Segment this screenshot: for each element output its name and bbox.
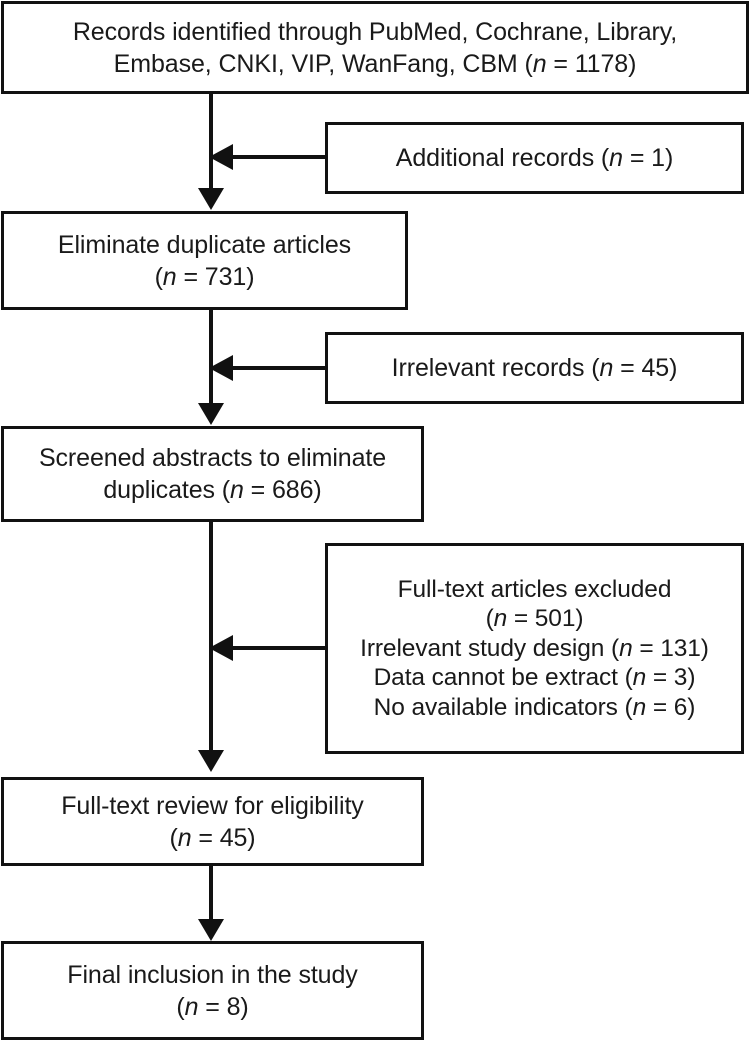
box-line-text: ( bbox=[176, 992, 185, 1021]
box-line-count: = 45) bbox=[191, 823, 256, 852]
arrow-down-box3-box4 bbox=[198, 750, 224, 772]
box-line: Full-text review for eligibility bbox=[61, 791, 364, 820]
arrow-down-box2-box3 bbox=[198, 403, 224, 425]
box-line-text: Additional records ( bbox=[395, 144, 610, 172]
box-line: Irrelevant records (n = 45) bbox=[392, 352, 678, 384]
connector-line-box1-box2 bbox=[209, 94, 213, 192]
reason-label: No available indicators ( bbox=[373, 693, 633, 721]
box-line-text: ( bbox=[485, 605, 494, 633]
box-line-reason: No available indicators (n = 6) bbox=[374, 693, 696, 722]
box-line: Additional records (n = 1) bbox=[395, 142, 674, 174]
reason-count: = 6) bbox=[646, 693, 696, 721]
box-line-count: = 731) bbox=[176, 262, 255, 291]
box-line: (n = 731) bbox=[155, 261, 255, 293]
arrow-left-irrelevant-spine bbox=[209, 355, 233, 381]
n-symbol: n bbox=[609, 144, 623, 172]
box-eliminate-duplicates: Eliminate duplicate articles (n = 731) bbox=[1, 211, 408, 310]
reason-count: = 3) bbox=[646, 664, 696, 692]
box-line: (n = 8) bbox=[176, 991, 248, 1023]
reason-label: Irrelevant study design ( bbox=[360, 634, 620, 662]
arrow-down-box4-box5 bbox=[198, 919, 224, 941]
box-full-text-review: Full-text review for eligibility (n = 45… bbox=[1, 777, 424, 866]
box-line-count: = 1) bbox=[622, 144, 674, 172]
n-symbol: n bbox=[599, 354, 614, 382]
box-line: Full-text articles excluded bbox=[397, 576, 672, 604]
n-symbol: n bbox=[184, 992, 199, 1021]
box-line: Records identified through PubMed, Cochr… bbox=[72, 17, 678, 46]
box-records-identified: Records identified through PubMed, Cochr… bbox=[1, 1, 749, 94]
box-irrelevant-records: Irrelevant records (n = 45) bbox=[325, 332, 744, 404]
box-line: Final inclusion in the study bbox=[67, 960, 358, 989]
box-line: Embase, CNKI, VIP, WanFang, CBM (n = 117… bbox=[114, 48, 637, 80]
n-symbol: n bbox=[230, 476, 244, 504]
box-line-text: Irrelevant records ( bbox=[391, 354, 600, 382]
arrow-left-additional-spine bbox=[209, 144, 233, 170]
box-line-count: = 501) bbox=[507, 605, 584, 633]
box-line: Eliminate duplicate articles bbox=[57, 230, 352, 259]
connector-line-irrelevant-spine bbox=[232, 366, 327, 370]
n-symbol: n bbox=[619, 634, 633, 662]
box-line-text: ( bbox=[154, 262, 163, 291]
arrow-left-excluded-spine bbox=[209, 635, 233, 661]
box-line-text: Embase, CNKI, VIP, WanFang, CBM ( bbox=[113, 49, 533, 78]
reason-label: Data cannot be extract ( bbox=[373, 664, 633, 692]
box-full-text-excluded: Full-text articles excluded (n = 501) Ir… bbox=[325, 543, 744, 754]
n-symbol: n bbox=[632, 664, 647, 692]
box-line-count: = 1178) bbox=[546, 49, 637, 78]
box-additional-records: Additional records (n = 1) bbox=[325, 122, 744, 194]
box-line: duplicates (n = 686) bbox=[103, 474, 321, 506]
connector-line-additional-spine bbox=[232, 155, 327, 159]
n-symbol: n bbox=[177, 823, 192, 852]
box-screened-abstracts: Screened abstracts to eliminate duplicat… bbox=[1, 426, 424, 522]
box-line: (n = 45) bbox=[169, 822, 255, 854]
box-line: Screened abstracts to eliminate bbox=[38, 444, 387, 472]
box-line-text: ( bbox=[169, 823, 178, 852]
box-line-reason: Irrelevant study design (n = 131) bbox=[360, 634, 709, 663]
connector-line-excluded-spine bbox=[232, 646, 327, 650]
box-line: (n = 501) bbox=[486, 604, 584, 633]
connector-line-box4-box5 bbox=[209, 866, 213, 923]
box-line-count: = 8) bbox=[198, 992, 249, 1021]
n-symbol: n bbox=[162, 262, 177, 291]
reason-count: = 131) bbox=[632, 634, 709, 662]
box-final-inclusion: Final inclusion in the study (n = 8) bbox=[1, 941, 424, 1040]
arrow-down-box1-box2 bbox=[198, 188, 224, 210]
box-line-text: duplicates ( bbox=[103, 476, 230, 504]
box-line-count: = 45) bbox=[613, 354, 678, 382]
box-line-count: = 686) bbox=[243, 476, 322, 504]
box-line-reason: Data cannot be extract (n = 3) bbox=[374, 663, 696, 692]
n-symbol: n bbox=[532, 49, 547, 78]
n-symbol: n bbox=[632, 693, 647, 721]
n-symbol: n bbox=[493, 605, 508, 633]
